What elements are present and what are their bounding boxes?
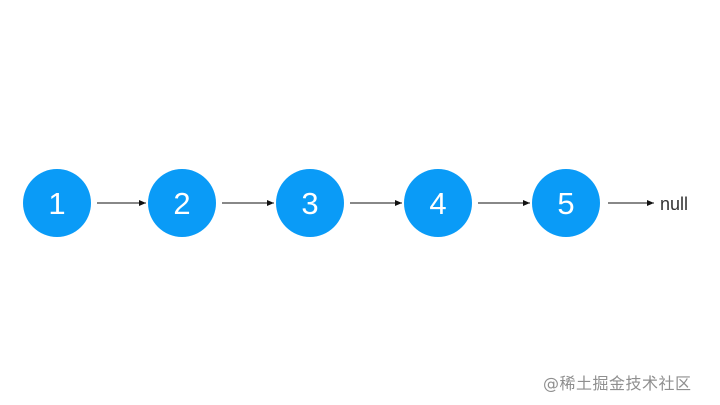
watermark: @稀土掘金技术社区 [543,374,692,393]
list-node-5: 5 [532,169,600,237]
list-node-3: 3 [276,169,344,237]
node-label: 2 [173,186,190,221]
list-node-2: 2 [148,169,216,237]
node-circle [148,169,216,237]
node-circle [532,169,600,237]
node-label: 4 [429,186,446,221]
null-terminal-label: null [660,194,688,214]
list-node-1: 1 [23,169,91,237]
node-circle [276,169,344,237]
node-label: 3 [301,186,318,221]
list-node-4: 4 [404,169,472,237]
node-circle [23,169,91,237]
node-label: 5 [557,186,574,221]
node-label: 1 [48,186,65,221]
node-circle [404,169,472,237]
